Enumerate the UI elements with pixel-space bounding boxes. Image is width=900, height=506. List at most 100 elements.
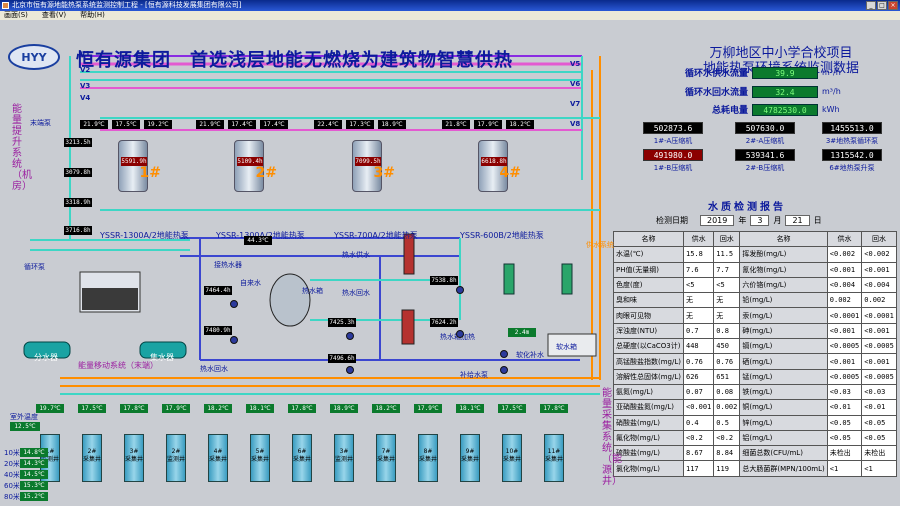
valve-v3[interactable]: V3 — [80, 82, 91, 90]
table-cell-value: <0.002 — [826, 246, 863, 263]
heat-pump-3[interactable]: 7099.5h 3# — [352, 140, 395, 192]
valve-v4[interactable]: V4 — [80, 94, 91, 102]
energy-meter-1a: 502873.6 — [643, 122, 703, 134]
table-cell-name: 亚硝酸盐氮(mg/L) — [613, 399, 684, 416]
table-cell-value: 626 — [682, 368, 715, 385]
well-icon[interactable] — [334, 434, 354, 482]
table-cell-name: 高锰酸盐指数(mg/L) — [613, 353, 684, 370]
pump-runtime-reading: 7624.2h — [430, 318, 458, 327]
runtime-box-2: 3079.8h — [64, 168, 92, 177]
energy-meter-label: 6#地热泵升泵 — [829, 164, 875, 172]
well-icon[interactable] — [292, 434, 312, 482]
heat-pump-1[interactable]: 5591.9h 1# — [118, 140, 161, 192]
pump-runtime-reading: 7538.8h — [430, 276, 458, 285]
close-button[interactable]: × — [888, 1, 898, 10]
valve-v5[interactable]: V5 — [570, 60, 581, 68]
depth-label: 80米 — [4, 493, 20, 501]
valve-v8[interactable]: V8 — [570, 120, 581, 128]
runtime-box-3: 3318.9h — [64, 198, 92, 207]
table-cell-value: 7.7 — [713, 261, 741, 278]
energy-meter-1b: 491980.0 — [643, 149, 703, 161]
water-supply-label: 供水系统 — [586, 241, 614, 249]
heat-pump-runtime: 7099.5h — [355, 157, 381, 166]
table-cell-name: 硒(mg/L) — [739, 353, 828, 370]
circulation-pump-icon[interactable] — [230, 336, 238, 344]
well-icon[interactable] — [460, 434, 480, 482]
table-cell-value: 0.76 — [713, 353, 741, 370]
well-icon[interactable] — [166, 434, 186, 482]
minimize-button[interactable]: _ — [866, 1, 876, 10]
valve-v2[interactable]: V2 — [80, 66, 91, 74]
metric-label: 循环水回水流量 — [684, 88, 748, 98]
table-cell-name: 铜(mg/L) — [739, 399, 828, 416]
pump-temperature: 17.9℃ — [474, 120, 502, 129]
pump-temperature: 19.2℃ — [144, 120, 172, 129]
table-cell-value: 无 — [682, 307, 715, 324]
well-icon[interactable] — [124, 434, 144, 482]
water-quality-title: 水质检测报告 — [708, 202, 786, 213]
menu-item-help[interactable]: 帮助(H) — [80, 11, 105, 19]
heat-pump-id: 1# — [139, 165, 161, 181]
table-cell-name: 镉(mg/L) — [739, 338, 828, 355]
circulation-pump-icon[interactable] — [346, 366, 354, 374]
well-icon[interactable] — [376, 434, 396, 482]
table-cell-name: 硫酸盐(mg/L) — [613, 445, 684, 462]
return-pipe-label: 热水回水 — [200, 365, 228, 373]
valve-v7[interactable]: V7 — [570, 100, 581, 108]
runtime-box-4: 3716.8h — [64, 226, 92, 235]
table-cell-value: 0.08 — [713, 383, 741, 401]
table-cell-value: 0.002 — [861, 292, 897, 309]
depth-label: 20米 — [4, 460, 20, 468]
table-cell-value: <0.001 — [861, 261, 897, 278]
pump-temperature: 17.5℃ — [112, 120, 140, 129]
well-icon[interactable] — [502, 434, 522, 482]
energy-meter-label: 2#-A压缩机 — [745, 137, 785, 145]
well-icon[interactable] — [208, 434, 228, 482]
valve-v6[interactable]: V6 — [570, 80, 581, 88]
well-temperature: 17.8℃ — [120, 404, 148, 413]
table-cell-value: 0.002 — [713, 399, 741, 416]
table-cell-name: 臭和味 — [613, 292, 684, 309]
menu-item-screen[interactable]: 画面(S) — [4, 11, 28, 19]
well-icon[interactable] — [250, 434, 270, 482]
maximize-button[interactable]: □ — [877, 1, 887, 10]
well-icon[interactable] — [82, 434, 102, 482]
depth-label: 60米 — [4, 482, 20, 490]
pump-temperature: 17.4℃ — [260, 120, 288, 129]
table-cell-value: <1 — [861, 460, 897, 477]
makeup-pump-icon[interactable] — [500, 366, 508, 374]
well-label: 5# 采集井 — [250, 448, 269, 463]
energy-meter-label: 2#-B压缩机 — [745, 164, 785, 172]
makeup-pump-icon[interactable] — [500, 350, 508, 358]
circulation-pump-icon[interactable] — [456, 330, 464, 338]
table-cell-value: <0.002 — [861, 246, 897, 263]
pump-runtime-reading: 7425.3h — [328, 318, 356, 327]
metric-unit: m³/h — [822, 68, 841, 77]
table-cell-value: <0.01 — [826, 399, 863, 416]
circulation-pump-icon[interactable] — [230, 300, 238, 308]
metric-value: 32.4 — [752, 85, 818, 98]
heat-pump-4[interactable]: 6618.8h 4# — [478, 140, 521, 192]
valve-v1[interactable]: V1 — [80, 50, 91, 58]
window-titlebar: 北京市恒有源地能热泵系统监测控制工程 - [恒有源科技发展集团有限公司] _ □… — [0, 0, 900, 11]
scada-canvas: HYY 恒有源集团 首选浅层地能无燃烧为建筑物智慧供热 万柳地区中小学合校项目 … — [0, 20, 900, 506]
circulation-pump-icon[interactable] — [346, 332, 354, 340]
date-label: 检测日期 — [656, 216, 688, 225]
well-temperature: 17.5℃ — [78, 404, 106, 413]
menu-item-view[interactable]: 查看(V) — [41, 11, 67, 19]
outdoor-temp-value: 12.5℃ — [10, 422, 40, 431]
well-temperature: 17.9℃ — [414, 404, 442, 413]
pump-temperature: 22.4℃ — [314, 120, 342, 129]
well-icon[interactable] — [418, 434, 438, 482]
heat-pump-2[interactable]: 5109.4h 2# — [234, 140, 277, 192]
circulation-pump-icon[interactable] — [456, 286, 464, 294]
well-icon[interactable] — [544, 434, 564, 482]
depth-value: 14.5℃ — [20, 470, 48, 479]
